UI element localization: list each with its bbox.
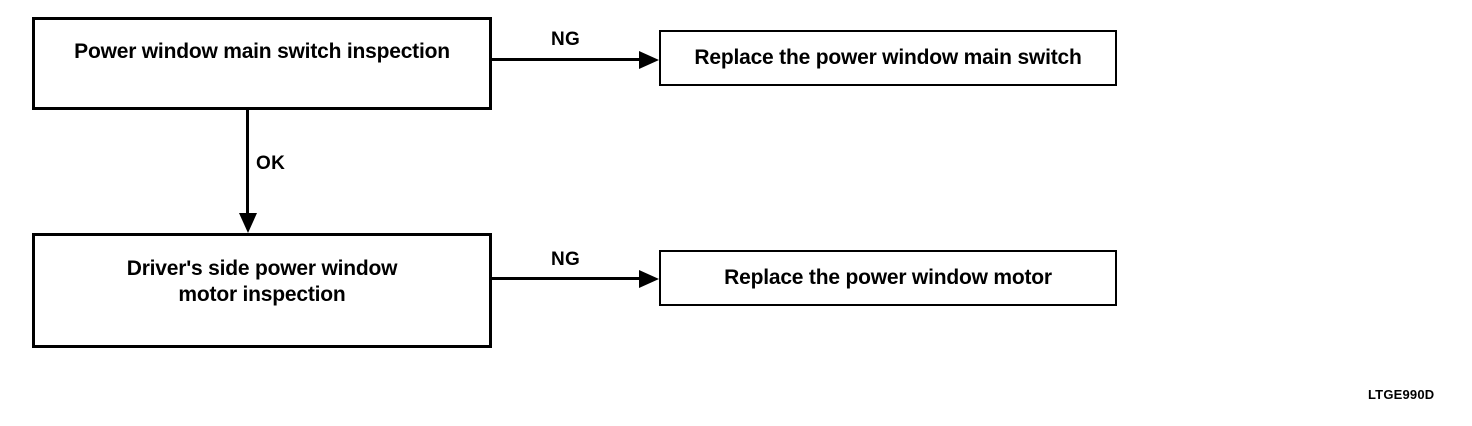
edge-label-ng-1: NG [551, 29, 581, 50]
node-label: Power window main switch inspection [74, 40, 450, 63]
node-label: Driver's side power window motor inspect… [126, 257, 398, 306]
node-motor-inspection: Driver's side power window motor inspect… [32, 233, 492, 348]
arrow-right-icon [639, 269, 659, 288]
node-label: Replace the power window motor [724, 266, 1052, 290]
node-replace-motor: Replace the power window motor [659, 250, 1117, 306]
edge-label-ng-2: NG [551, 249, 581, 270]
arrow-right-icon [639, 50, 659, 69]
edge-ng-2-line [492, 277, 640, 280]
edge-ok-line [246, 110, 249, 223]
node-main-switch-inspection: Power window main switch inspection [32, 17, 492, 110]
node-label: Replace the power window main switch [694, 46, 1082, 70]
arrow-down-icon [238, 213, 257, 233]
edge-label-ok: OK [256, 153, 286, 174]
figure-code: LTGE990D [1368, 387, 1435, 402]
edge-ng-1-line [492, 58, 640, 61]
node-replace-main-switch: Replace the power window main switch [659, 30, 1117, 86]
